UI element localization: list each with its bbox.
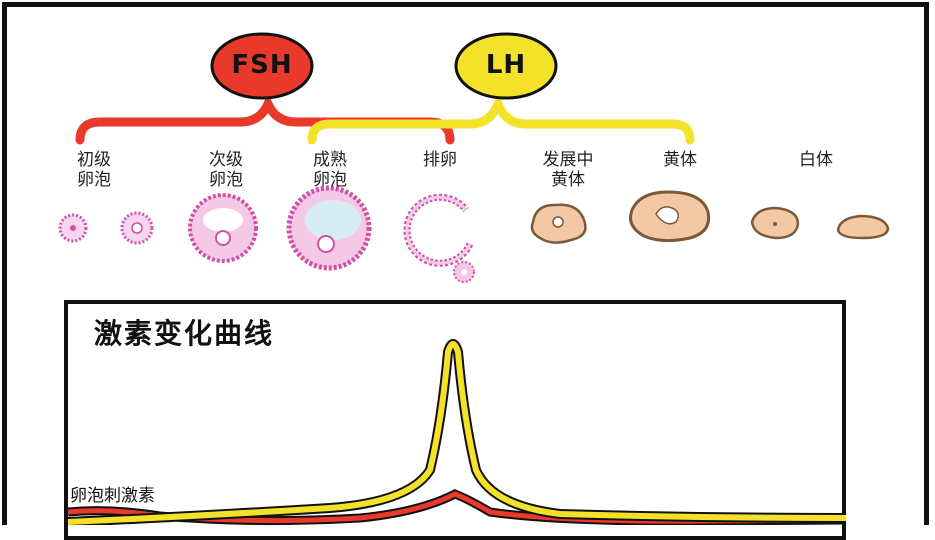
outer-frame [2,2,929,525]
fsh-curve-label: 卵泡刺激素 [70,481,155,506]
stage-label-primary: 初级卵泡 [77,150,111,190]
lh-badge [454,32,558,100]
lh-curve-fill [67,341,847,525]
mature-follicle [286,185,372,271]
primary-follicle-b [120,211,154,245]
hormone-curves [67,339,847,525]
lh-label: LH [485,50,527,80]
stage-label-developing-corpus-luteum: 发展中黄体 [542,150,594,190]
secondary-follicle [188,193,258,263]
stage-label-corpus-albicans: 白体 [799,150,833,170]
stage-label-ovulation: 排卵 [423,150,457,170]
corpus-luteum [629,190,711,243]
fsh-label: FSH [231,50,293,80]
developing-corpus-luteum [530,203,587,244]
stage-label-mature: 成熟卵泡 [313,150,347,190]
ovulating-follicle [403,193,475,283]
fsh-badge [210,32,314,100]
corpus-albicans-a [750,206,800,240]
stage-label-secondary: 次级卵泡 [209,150,243,190]
primary-follicle-a [58,213,88,243]
chart-title: 激素变化曲线 [94,317,275,350]
lh-bracket [307,91,695,145]
stage-label-corpus-luteum: 黄体 [663,150,697,170]
diagram-canvas [58,32,890,283]
corpus-albicans-b [836,214,890,240]
